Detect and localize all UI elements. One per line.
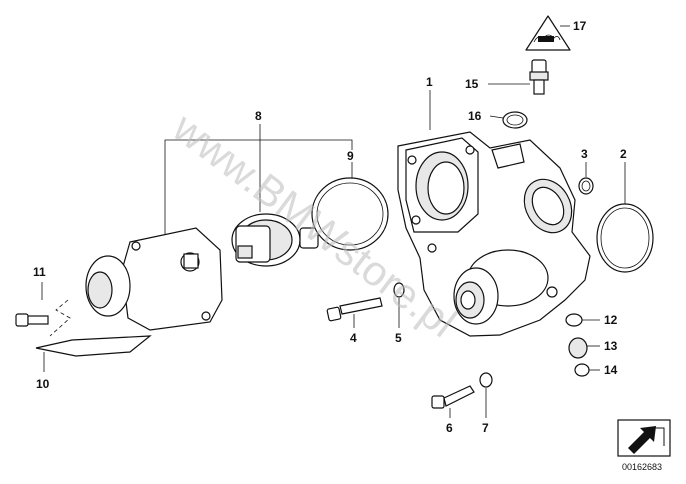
label-part-14: 14 [604, 363, 618, 377]
bolt-6 [431, 385, 475, 418]
washer-5 [393, 282, 405, 328]
label-part-11: 11 [33, 265, 46, 279]
seal-14 [574, 363, 600, 377]
label-part-15: 15 [465, 77, 479, 91]
seal-ring-16 [489, 111, 528, 129]
label-part-9: 9 [347, 149, 354, 163]
o-ring-9 [311, 162, 389, 251]
label-part-2: 2 [620, 147, 627, 161]
cap-13 [568, 337, 600, 359]
label-part-4: 4 [350, 331, 357, 345]
label-part-12: 12 [604, 313, 618, 327]
label-part-10: 10 [36, 377, 50, 391]
label-part-13: 13 [604, 339, 618, 353]
temperature-sensor [488, 59, 549, 95]
thermostat-cover [85, 227, 223, 331]
warning-triangle-icon [525, 15, 571, 51]
bolt-4 [326, 297, 383, 328]
label-part-8: 8 [255, 109, 262, 123]
seal-12 [565, 313, 600, 327]
label-part-5: 5 [395, 331, 402, 345]
bracket-10 [35, 335, 152, 372]
seal-ring-3 [578, 162, 594, 195]
o-ring-2 [596, 162, 654, 273]
label-part-6: 6 [446, 421, 453, 435]
washer-7 [479, 372, 493, 418]
navigation-arrow-icon[interactable] [617, 419, 671, 457]
label-part-1: 1 [426, 75, 433, 89]
bolt-11 [15, 313, 49, 327]
bracket-lines [41, 124, 353, 337]
pump-housing [397, 90, 591, 337]
label-part-17: 17 [573, 19, 587, 33]
reference-number: 00162683 [622, 462, 662, 472]
thermostat [231, 213, 319, 267]
label-part-7: 7 [482, 421, 489, 435]
label-part-16: 16 [468, 109, 482, 123]
label-part-3: 3 [581, 147, 588, 161]
